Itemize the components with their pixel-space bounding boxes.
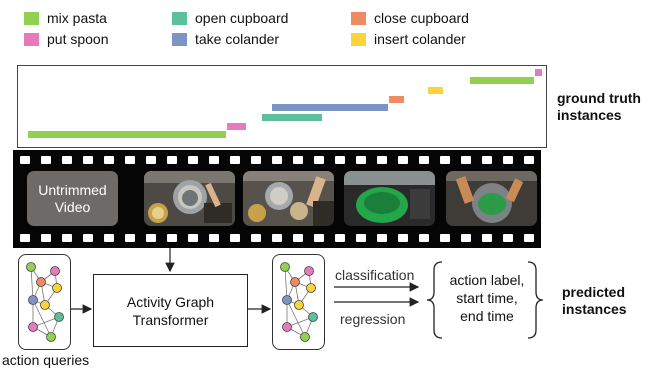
transformer-label-line2: Transformer xyxy=(132,311,209,328)
legend-item-open-cupboard: open cupboard xyxy=(172,10,288,26)
predicted-label-line2: instances xyxy=(562,301,627,317)
output-line-start-time: start time, xyxy=(456,290,518,306)
legend-item-mix-pasta: mix pasta xyxy=(24,10,107,26)
legend-label: put spoon xyxy=(47,31,109,47)
film-strip: Untrimmed Video xyxy=(13,150,541,248)
segment-close-cupboard xyxy=(389,96,404,103)
segment-mix-pasta xyxy=(28,131,226,138)
regression-label: regression xyxy=(340,311,406,327)
segment-take-colander xyxy=(272,104,388,111)
legend-item-insert-colander: insert colander xyxy=(351,31,466,47)
untrimmed-video-frame: Untrimmed Video xyxy=(27,171,118,226)
legend-label: open cupboard xyxy=(195,10,289,26)
legend-swatch xyxy=(351,32,366,46)
legend-swatch xyxy=(351,11,366,25)
legend-item-put-spoon: put spoon xyxy=(24,31,109,47)
output-braces xyxy=(426,261,544,339)
video-frame-4 xyxy=(446,171,537,226)
ground-truth-timeline xyxy=(17,65,547,148)
segment-insert-colander xyxy=(428,87,443,94)
legend-item-close-cupboard: close cupboard xyxy=(351,10,469,26)
segment-put-spoon xyxy=(227,123,246,130)
video-label-line1: Untrimmed xyxy=(38,181,107,198)
output-graph xyxy=(272,254,325,350)
video-frame-3 xyxy=(344,171,435,226)
transformer-label-line1: Activity Graph xyxy=(126,293,215,310)
classification-label: classification xyxy=(335,267,415,283)
segment-put-spoon xyxy=(535,69,542,76)
ground-truth-label: ground truth instances xyxy=(557,90,641,124)
legend-swatch xyxy=(172,32,187,46)
legend-swatch xyxy=(24,32,39,46)
legend-label: mix pasta xyxy=(47,10,107,26)
segment-open-cupboard xyxy=(262,114,322,121)
ground-truth-label-line1: ground truth xyxy=(557,90,641,106)
predicted-label-line1: predicted xyxy=(562,284,626,300)
activity-graph-transformer: Activity Graph Transformer xyxy=(93,274,248,347)
video-frame-1 xyxy=(144,171,235,226)
legend-label: take colander xyxy=(195,31,280,47)
action-queries-graph xyxy=(18,254,71,350)
legend-item-take-colander: take colander xyxy=(172,31,279,47)
legend-label: close cupboard xyxy=(374,10,469,26)
segment-mix-pasta xyxy=(470,77,534,84)
output-line-action-label: action label, xyxy=(449,272,525,288)
ground-truth-label-line2: instances xyxy=(557,107,622,123)
video-frame-2 xyxy=(243,171,334,226)
action-queries-label: action queries xyxy=(2,352,90,368)
legend-swatch xyxy=(24,11,39,25)
video-label-line2: Video xyxy=(54,198,91,215)
output-attributes: action label, start time, end time xyxy=(449,271,525,325)
legend-label: insert colander xyxy=(374,31,466,47)
legend-swatch xyxy=(172,11,187,25)
output-line-end-time: end time xyxy=(460,308,514,324)
predicted-label: predicted instances xyxy=(562,284,627,318)
